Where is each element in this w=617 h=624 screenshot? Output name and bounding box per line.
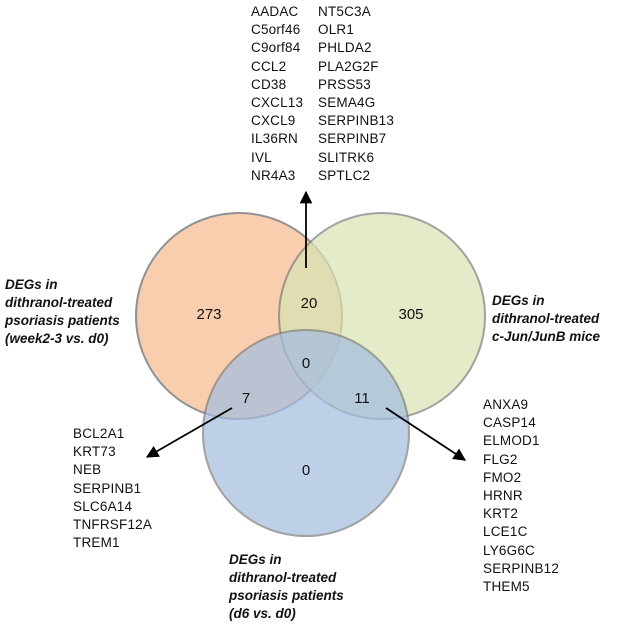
count-d6-only: 0 bbox=[302, 462, 310, 479]
gene-item: SLITRK6 bbox=[318, 149, 375, 165]
gene-item: CXCL13 bbox=[251, 95, 304, 111]
gene-item: SEMA4G bbox=[318, 95, 376, 111]
gene-item: NT5C3A bbox=[318, 4, 371, 19]
gene-item: LCE1C bbox=[483, 524, 528, 540]
count-mice-only: 305 bbox=[398, 306, 423, 323]
gene-item: SERPINB1 bbox=[73, 480, 142, 496]
set-label-mice: DEGs in dithranol-treated c-Jun/JunB mic… bbox=[492, 292, 600, 346]
label-line: dithranol-treated bbox=[229, 570, 337, 585]
count-week-d6: 7 bbox=[242, 390, 250, 407]
gene-item: LY6G6C bbox=[483, 542, 535, 558]
label-line: DEGs in bbox=[492, 293, 545, 308]
gene-item: FMO2 bbox=[483, 469, 522, 485]
label-line: (week2-3 vs. d0) bbox=[5, 331, 109, 346]
set-label-d6: DEGs in dithranol-treated psoriasis pati… bbox=[229, 551, 344, 623]
label-line: DEGs in bbox=[5, 277, 58, 292]
gene-item: NEB bbox=[73, 462, 102, 478]
gene-item: CXCL9 bbox=[251, 113, 296, 129]
count-week-mice: 20 bbox=[301, 295, 318, 312]
gene-item: IVL bbox=[251, 149, 272, 165]
gene-item: AADAC bbox=[251, 4, 299, 19]
gene-list-mice-d6: ANXA9 CASP14 ELMOD1 FLG2 FMO2 HRNR KRT2 … bbox=[483, 396, 559, 596]
gene-item: ANXA9 bbox=[483, 397, 529, 412]
count-mice-d6: 11 bbox=[354, 390, 370, 407]
gene-item: CD38 bbox=[251, 76, 287, 92]
gene-item: C9orf84 bbox=[251, 40, 301, 56]
gene-item: FLG2 bbox=[483, 451, 518, 467]
gene-item: SPTLC2 bbox=[318, 167, 371, 183]
gene-item: PRSS53 bbox=[318, 76, 371, 92]
label-line: (d6 vs. d0) bbox=[229, 606, 296, 621]
gene-item: CCL2 bbox=[251, 58, 287, 74]
gene-item: CASP14 bbox=[483, 415, 536, 431]
label-line: dithranol-treated bbox=[492, 311, 600, 326]
gene-item: TNFRSF12A bbox=[73, 517, 153, 533]
count-week-only: 273 bbox=[196, 306, 221, 323]
gene-item: OLR1 bbox=[318, 22, 355, 38]
arrow-week-d6 bbox=[145, 407, 233, 458]
gene-item: ELMOD1 bbox=[483, 433, 540, 449]
gene-item: C5orf46 bbox=[251, 22, 301, 38]
gene-list-week-d6: BCL2A1 KRT73 NEB SERPINB1 SLC6A14 TNFRSF… bbox=[73, 425, 152, 552]
gene-list-week-mice-col2: NT5C3A OLR1 PHLDA2 PLA2G2F PRSS53 SEMA4G… bbox=[318, 3, 394, 185]
gene-item: TREM1 bbox=[73, 535, 120, 551]
label-line: c-Jun/JunB mice bbox=[492, 329, 601, 344]
circle-d6 bbox=[202, 329, 410, 537]
gene-item: KRT73 bbox=[73, 444, 116, 460]
label-line: dithranol-treated bbox=[5, 295, 113, 310]
gene-item: THEM5 bbox=[483, 579, 530, 595]
arrow-mice-d6 bbox=[385, 407, 467, 461]
gene-item: SERPINB7 bbox=[318, 131, 387, 147]
label-line: psoriasis patients bbox=[229, 588, 344, 603]
gene-item: IL36RN bbox=[251, 131, 298, 147]
gene-item: PHLDA2 bbox=[318, 40, 372, 56]
gene-item: SLC6A14 bbox=[73, 498, 133, 514]
gene-item: HRNR bbox=[483, 488, 523, 504]
gene-item: BCL2A1 bbox=[73, 426, 125, 441]
label-line: psoriasis patients bbox=[5, 313, 120, 328]
gene-item: NR4A3 bbox=[251, 167, 296, 183]
count-all-three: 0 bbox=[302, 355, 310, 372]
label-line: DEGs in bbox=[229, 552, 282, 567]
gene-item: SERPINB12 bbox=[483, 560, 560, 576]
set-label-week: DEGs in dithranol-treated psoriasis pati… bbox=[5, 276, 120, 348]
gene-list-week-mice-col1: AADAC C5orf46 C9orf84 CCL2 CD38 CXCL13 C… bbox=[251, 3, 303, 185]
gene-item: SERPINB13 bbox=[318, 113, 395, 129]
gene-item: PLA2G2F bbox=[318, 58, 379, 74]
gene-item: KRT2 bbox=[483, 506, 519, 522]
